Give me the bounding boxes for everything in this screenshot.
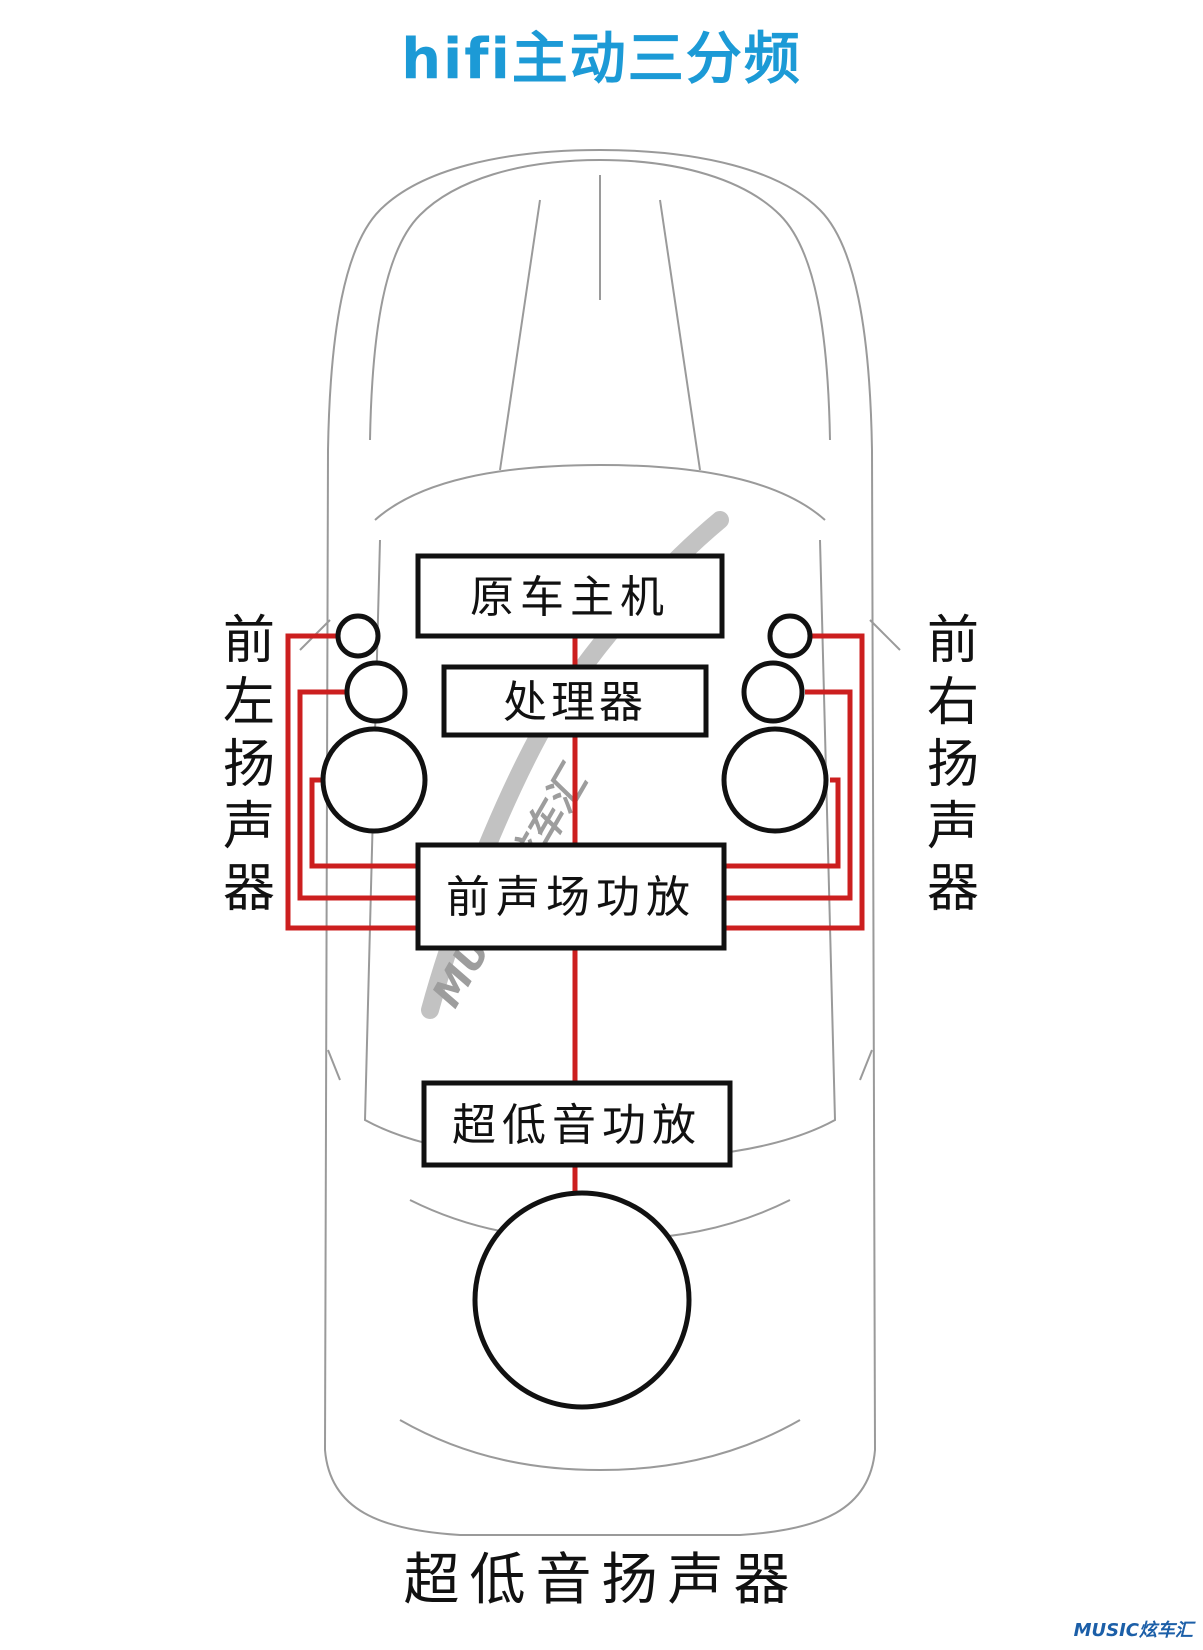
front-left-speaker-label: 前左扬声器 [222, 611, 275, 919]
wire-right-tweeter [720, 633, 865, 931]
right-tweeter [767, 613, 813, 659]
diagram-title: hifi主动三分频 [401, 27, 802, 92]
sub-amp-label: 超低音功放 [452, 1100, 702, 1151]
sub-amp-box [421, 1080, 733, 1168]
subwoofer [472, 1190, 692, 1410]
signal-wires [285, 633, 865, 1195]
processor-label: 处理器 [503, 677, 647, 728]
front-amp-box [415, 842, 727, 951]
left-midrange [344, 660, 408, 724]
head-unit-box [415, 553, 725, 639]
wire-left-woofer [309, 777, 420, 869]
wire-left-mid [297, 689, 420, 901]
right-woofer [721, 726, 829, 834]
left-tweeter [335, 613, 381, 659]
subwoofer-label: 超低音扬声器 [403, 1548, 800, 1613]
wire-right-mid [720, 689, 853, 901]
right-midrange [741, 660, 805, 724]
wire-left-tweeter [285, 633, 420, 931]
brand-logo: MUSIC炫车汇 [1073, 1620, 1193, 1641]
processor-box [441, 664, 709, 738]
head-unit-label: 原车主机 [470, 572, 670, 623]
front-amp-label: 前声场功放 [446, 872, 696, 923]
component-boxes [415, 553, 733, 1168]
left-woofer [320, 726, 428, 834]
wire-right-woofer [720, 777, 841, 869]
speakers [320, 613, 829, 1410]
car-outline [299, 148, 901, 1536]
front-right-speaker-label: 前右扬声器 [926, 611, 979, 919]
